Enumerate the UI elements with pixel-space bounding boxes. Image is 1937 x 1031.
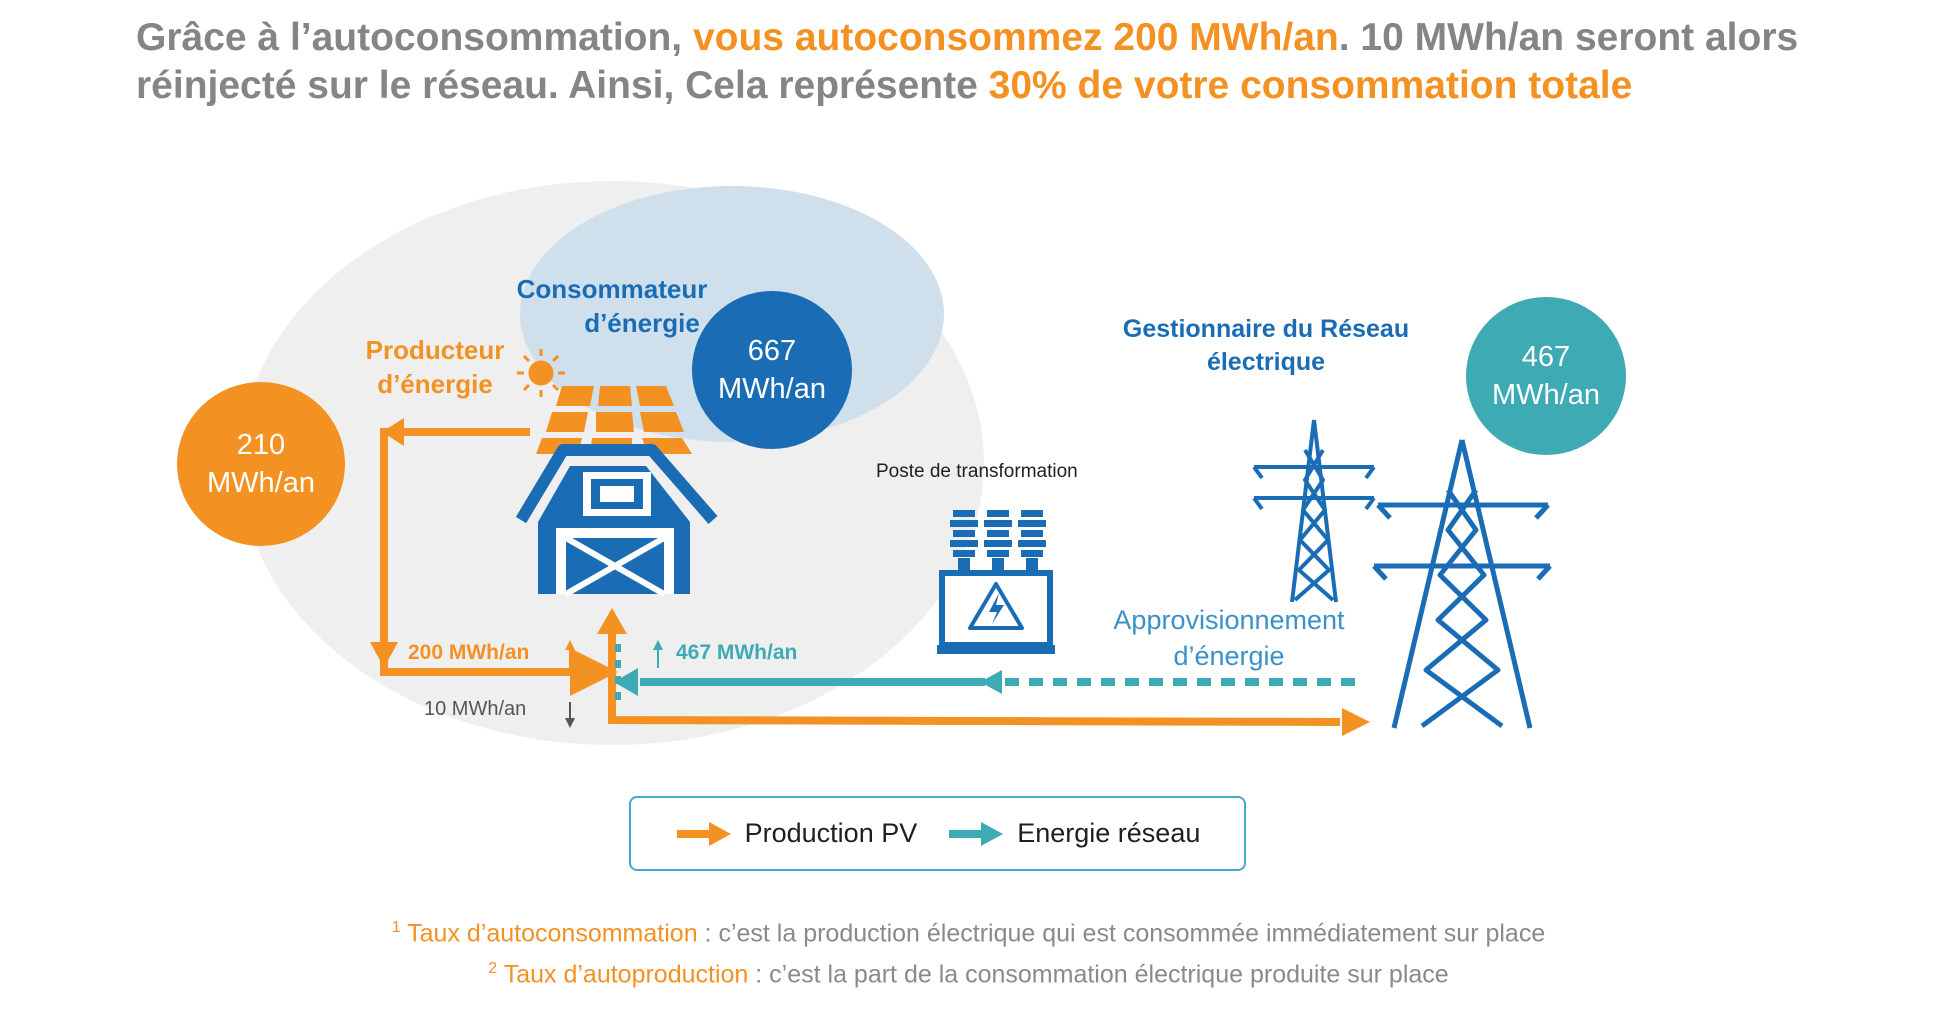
supply-label-line: Approvisionnement (1113, 605, 1345, 635)
footnote-2-text: : c’est la part de la consommation élect… (748, 960, 1449, 989)
footnote-1: 1 Taux d’autoconsommation : c’est la pro… (0, 910, 1937, 951)
small-pylon-icon (1252, 419, 1376, 603)
supply-label-line: d’énergie (1173, 641, 1285, 671)
arrow-up-icon (653, 640, 663, 668)
pv-injection-flow-line (608, 705, 1341, 726)
headline-part: Grâce à l’autoconsommation, (136, 16, 693, 59)
producer-label-line: Producteur (365, 335, 505, 365)
supply-label: Approvisionnement d’énergie (1084, 602, 1374, 674)
pv-injection-arrowhead (1342, 708, 1370, 736)
grid-operator-label-line: Gestionnaire du Réseau (1122, 315, 1410, 343)
grid-supply-arrowhead (614, 668, 638, 696)
badge-grid-unit: MWh/an (1492, 379, 1600, 411)
flow-label-grid: 467 MWh/an (676, 641, 798, 664)
badge-consumption-value: 667 (747, 335, 797, 367)
producer-label-line: d’énergie (377, 369, 493, 399)
large-pylon-icon (1372, 439, 1552, 729)
footnote-1-term: Taux d’autoconsommation (407, 919, 698, 948)
pv-self-flow-arrowhead (597, 608, 627, 634)
legend-pv-arrow-icon (676, 821, 731, 846)
grid-operator-label: Gestionnaire du Réseau électrique (1106, 313, 1426, 379)
footnote-1-text: : c’est la production électrique qui est… (697, 919, 1546, 948)
headline: Grâce à l’autoconsommation, vous autocon… (136, 14, 1916, 110)
badge-consumption: 667 MWh/an (692, 291, 852, 449)
solar-panel-icon (536, 386, 692, 454)
badge-production: 210 MWh/an (177, 382, 345, 546)
headline-highlight: 30% de votre consommation totale (988, 64, 1633, 107)
headline-part: . 10 MWh/an seront alors réinjecté sur l… (136, 16, 1799, 107)
producer-label: Producteur d’énergie (350, 333, 520, 401)
sun-icon (517, 349, 565, 397)
badge-consumption-unit: MWh/an (718, 373, 826, 405)
footnote-2: 2 Taux d’autoproduction : c’est la part … (0, 951, 1937, 992)
legend-grid-arrow-icon (949, 821, 1004, 846)
badge-production-unit: MWh/an (207, 467, 315, 499)
legend: Production PV Energie réseau (629, 796, 1246, 871)
footnotes: 1 Taux d’autoconsommation : c’est la pro… (0, 910, 1937, 993)
legend-grid-label: Energie réseau (1017, 818, 1201, 848)
grid-operator-label-line: électrique (1206, 348, 1326, 376)
consumer-label: Consommateur d’énergie (497, 272, 727, 340)
consumer-label-line: Consommateur (516, 274, 708, 304)
pv-flow-arrowhead (370, 642, 398, 668)
arrow-down-icon (565, 702, 575, 728)
barn-icon (515, 444, 718, 597)
footnote-1-mark: 1 (391, 919, 401, 936)
badge-production-value: 210 (236, 429, 286, 461)
footnote-2-mark: 2 (488, 960, 498, 978)
pv-flow-arrowhead (382, 418, 404, 446)
badge-grid-value: 467 (1521, 341, 1571, 373)
headline-highlight: vous autoconsommez 200 MWh/an (692, 16, 1339, 59)
badge-grid: 467 MWh/an (1466, 297, 1626, 455)
flow-label-self: 200 MWh/an (408, 641, 530, 664)
grid-supply-arrowhead (980, 670, 1002, 694)
flow-label-injected: 10 MWh/an (424, 698, 527, 720)
arrow-up-icon (565, 640, 575, 668)
pv-flow-line (380, 428, 618, 696)
legend-item-grid: Energie réseau (947, 818, 1200, 849)
consumer-label-line: d’énergie (584, 308, 700, 338)
footnote-2-term: Taux d’autoproduction (503, 960, 749, 989)
legend-pv-label: Production PV (744, 818, 918, 848)
transformer-icon (937, 510, 1055, 654)
substation-label: Poste de transformation (876, 461, 1078, 482)
legend-item-pv: Production PV (675, 818, 918, 849)
